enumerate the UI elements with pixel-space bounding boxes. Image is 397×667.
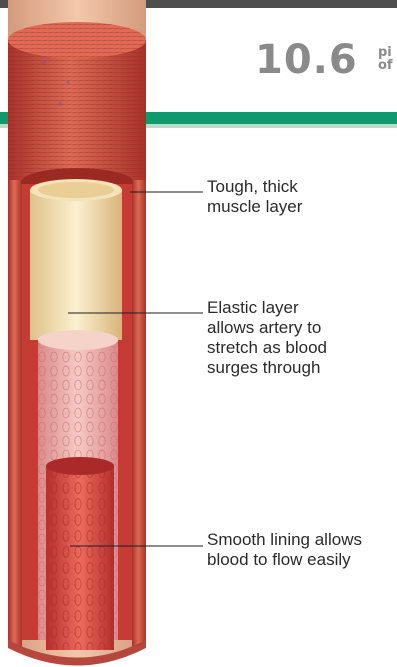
figure-title-fragment-line2: of xyxy=(378,59,397,72)
elastic-layer-label-line: allows artery to xyxy=(207,318,327,338)
smooth-lining-label: Smooth lining allows blood to flow easil… xyxy=(207,530,362,570)
muscle-layer-label-line: Tough, thick xyxy=(207,177,302,197)
muscle-layer-label: Tough, thick muscle layer xyxy=(207,177,302,217)
elastic-layer-label-line: surges through xyxy=(207,358,327,378)
figure-number: 10.6 xyxy=(255,40,358,80)
elastic-layer-label-line: stretch as blood xyxy=(207,338,327,358)
artery-cylinder xyxy=(8,0,146,666)
smooth-lining-label-line: blood to flow easily xyxy=(207,550,362,570)
muscle-layer-label-line: muscle layer xyxy=(207,197,302,217)
figure-title-fragment: pi of xyxy=(378,46,397,72)
elastic-layer-label: Elastic layer allows artery to stretch a… xyxy=(207,298,327,378)
smooth-lining-label-line: Smooth lining allows xyxy=(207,530,362,550)
elastic-layer-label-line: Elastic layer xyxy=(207,298,327,318)
